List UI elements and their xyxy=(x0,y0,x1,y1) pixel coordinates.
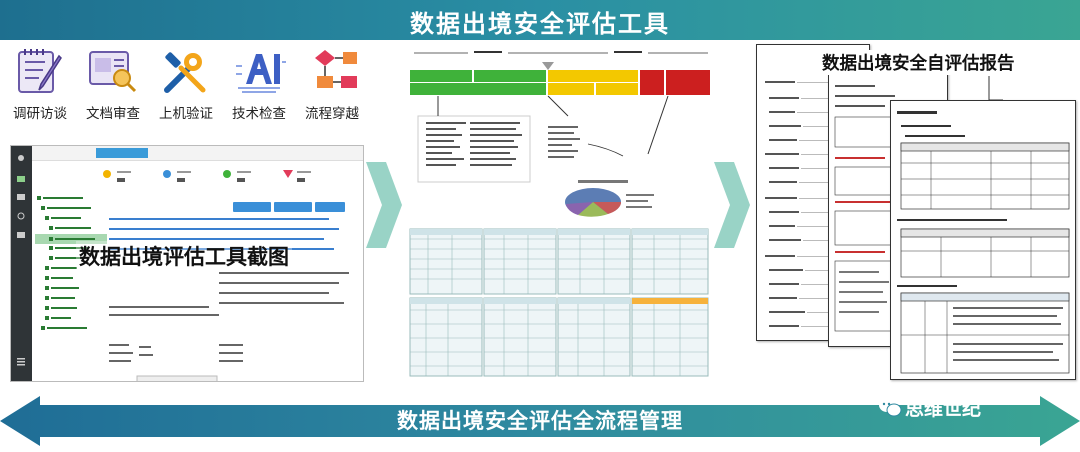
tab[interactable] xyxy=(270,148,322,158)
method-list: 调研访谈 文档审查 上机验证 技术检查 xyxy=(0,44,370,126)
method-document-review: 文档审查 xyxy=(78,44,148,126)
report-title: 数据出境安全自评估报告 xyxy=(818,50,1019,75)
tab[interactable] xyxy=(38,148,90,158)
form-content xyxy=(109,218,349,381)
method-process-walkthrough: 流程穿越 xyxy=(297,44,367,126)
notepad-pen-icon xyxy=(18,49,62,93)
action-button[interactable] xyxy=(233,202,271,212)
tree-list[interactable] xyxy=(35,194,107,344)
report-connector xyxy=(988,76,1003,101)
chevron-right-icon xyxy=(714,162,750,248)
action-button[interactable] xyxy=(315,202,345,212)
wrench-screwdriver-icon xyxy=(164,52,206,93)
sidebar-icons xyxy=(17,155,25,366)
ai-chip-icon xyxy=(236,54,286,93)
double-arrow-icon xyxy=(0,396,1080,446)
banner-title: 数据出境安全评估工具 xyxy=(410,10,670,38)
chevron-right-icon xyxy=(366,162,402,248)
method-label: 流程穿越 xyxy=(305,106,359,122)
action-button[interactable] xyxy=(274,202,312,212)
method-label: 调研访谈 xyxy=(13,106,67,122)
screenshot-overlay-label: 数据出境评估工具截图 xyxy=(76,241,292,271)
tool-screenshot: 数据出境评估工具截图 xyxy=(10,145,364,382)
method-label: 技术检查 xyxy=(232,106,286,122)
sidebar xyxy=(11,146,32,381)
tab-active[interactable] xyxy=(96,148,148,158)
detail-tables xyxy=(897,111,1070,374)
method-label: 上机验证 xyxy=(159,106,213,122)
method-label: 文档审查 xyxy=(86,106,140,122)
method-machine-verification: 上机验证 xyxy=(151,44,221,126)
watermark-text: 思维世纪 xyxy=(905,398,982,420)
tab-bar xyxy=(32,146,363,161)
top-banner: 数据出境安全评估工具 xyxy=(0,0,1080,40)
method-technical-inspection: 技术检查 xyxy=(224,44,294,126)
report-page-detail xyxy=(890,100,1076,380)
footer-title: 数据出境安全评估全流程管理 xyxy=(397,409,683,433)
document-magnifier-icon xyxy=(89,51,137,93)
method-interview: 调研访谈 xyxy=(5,44,75,126)
process-documents xyxy=(409,49,710,377)
tab[interactable] xyxy=(212,148,264,158)
stat-icons xyxy=(103,170,311,182)
tab[interactable] xyxy=(154,148,206,158)
flowchart-icon xyxy=(315,50,357,88)
wechat-icon xyxy=(879,398,902,417)
project-heading xyxy=(36,166,91,186)
body-lines xyxy=(834,85,942,332)
